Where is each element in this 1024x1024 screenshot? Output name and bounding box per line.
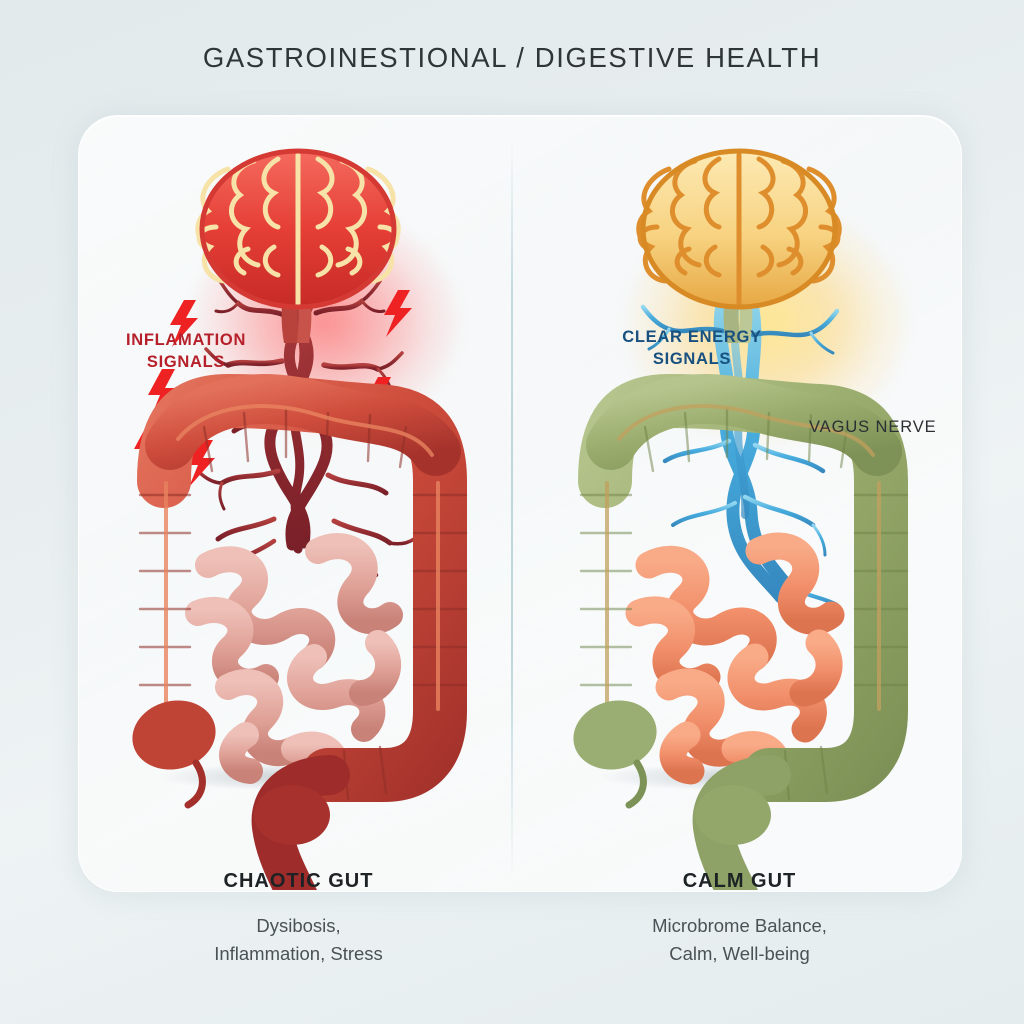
caption-subtitle-line2: Calm, Well-being — [669, 942, 810, 964]
caption-subtitle: Microbrome Balance, Calm, Well-being — [519, 912, 960, 968]
panel-calm-gut: CLEAR ENERGY SIGNALS VAGUS NERVE — [519, 115, 960, 890]
page-title: GASTROINESTIONAL / DIGESTIVE HEALTH — [202, 42, 822, 73]
caption-title: CHAOTIC GUT — [223, 870, 374, 892]
panel-chaotic-gut: INFLAMATION SIGNALS — [78, 115, 519, 890]
caption-chaotic-gut: CHAOTIC GUT Dysibosis, Inflammation, Str… — [78, 870, 519, 968]
small-intestine — [185, 533, 403, 788]
brain-inflamed — [195, 148, 401, 343]
clear-energy-signals-label: CLEAR ENERGY SIGNALS — [622, 328, 762, 368]
lightning-bolt — [384, 290, 412, 337]
caption-calm-gut: CALM GUT Microbrome Balance, Calm, Well-… — [519, 870, 960, 968]
chaotic-gut-illustration — [132, 148, 468, 890]
lightning-bolt — [170, 300, 198, 347]
brain-calm — [636, 148, 842, 343]
caption-title: CALM GUT — [682, 870, 797, 892]
caption-subtitle-line1: Dysibosis, — [256, 915, 341, 936]
caption-subtitle-line1: Microbrome Balance, — [652, 915, 827, 936]
caption-subtitle-line2: Inflammation, Stress — [214, 942, 383, 964]
large-intestine — [573, 374, 909, 890]
caption-subtitle: Dysibosis, Inflammation, Stress — [78, 912, 519, 968]
inflammation-signals-label: INFLAMATION SIGNALS — [125, 331, 247, 371]
vagus-nerve-label: VAGUS NERVE — [809, 418, 937, 436]
calm-gut-illustration — [573, 148, 909, 890]
lightning-bolt — [148, 369, 177, 417]
lightning-bolt — [186, 440, 215, 487]
large-intestine — [132, 374, 468, 890]
panel-divider — [511, 140, 513, 880]
small-intestine — [625, 532, 845, 789]
